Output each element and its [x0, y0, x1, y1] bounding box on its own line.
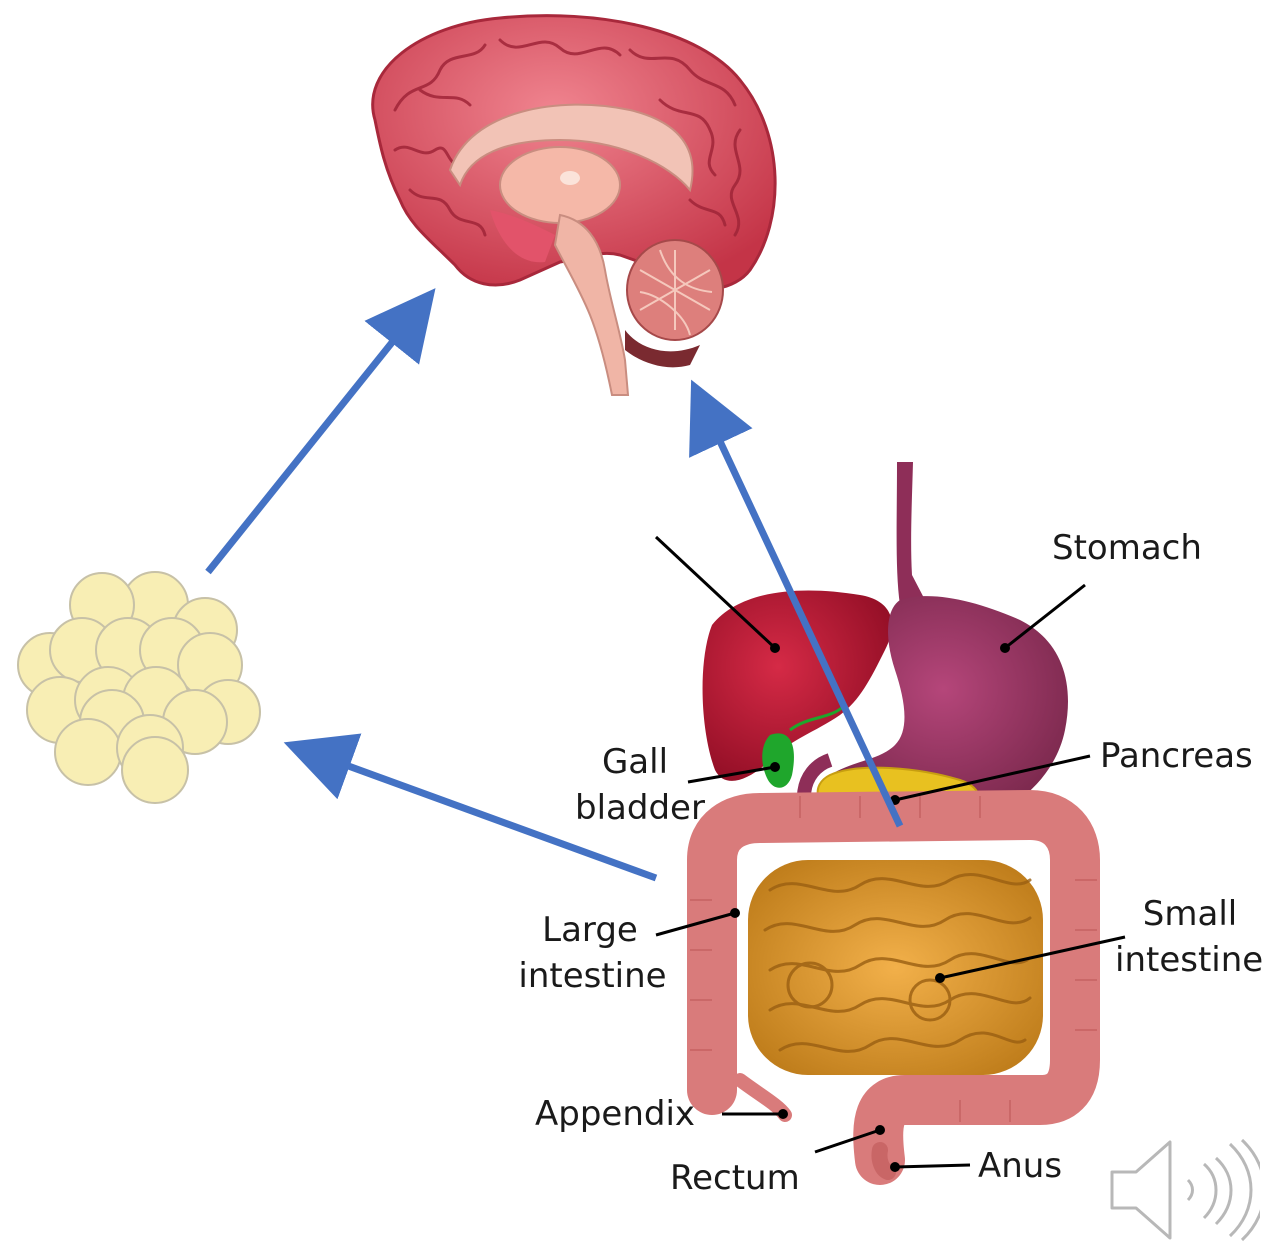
- label-small-intestine-line2: intestine: [1115, 938, 1263, 982]
- fat-cell-cluster: [18, 572, 260, 803]
- label-large-intestine-line2: intestine: [510, 954, 675, 998]
- brain-illustration: [373, 16, 775, 395]
- label-anus: Anus: [978, 1144, 1062, 1188]
- label-large-intestine-line1: Large: [530, 908, 650, 952]
- label-appendix: Appendix: [535, 1092, 695, 1136]
- label-pancreas: Pancreas: [1100, 734, 1253, 778]
- label-gall-bladder-line2: bladder: [570, 786, 710, 830]
- label-rectum: Rectum: [670, 1156, 800, 1200]
- arrow-fat-to-brain: [208, 310, 418, 572]
- label-small-intestine-line1: Small: [1130, 892, 1250, 936]
- label-stomach: Stomach: [1052, 526, 1202, 570]
- speaker-icon[interactable]: [1108, 1134, 1260, 1244]
- label-gall-bladder-line1: Gall: [594, 740, 676, 784]
